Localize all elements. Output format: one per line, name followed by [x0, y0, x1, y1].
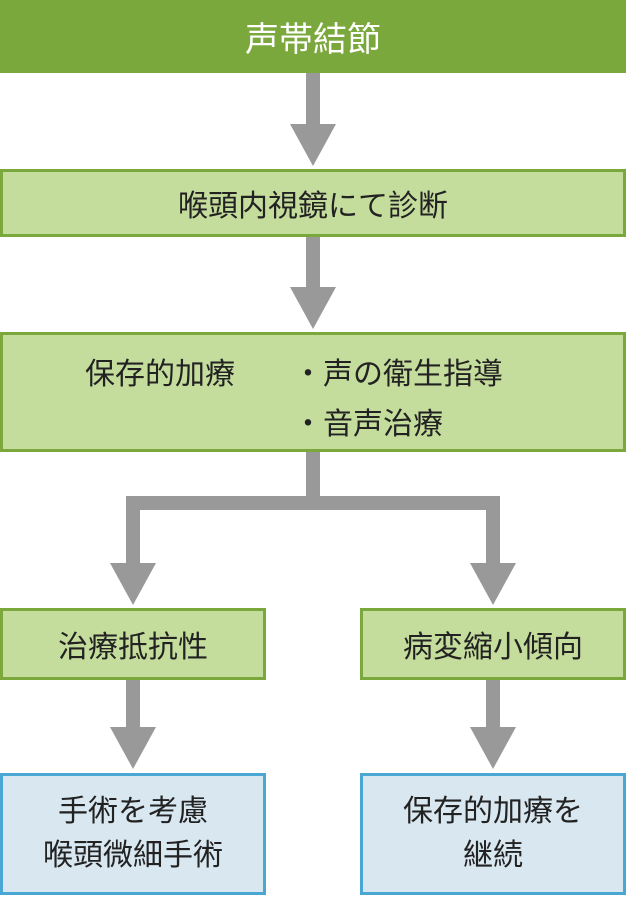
conservative-treatment-label: 保存的加療	[85, 357, 235, 392]
arrow-continue-shaft	[486, 680, 500, 732]
branch-bar	[126, 496, 500, 510]
lesion-shrinking-node: 病変縮小傾向	[360, 608, 626, 680]
arrow-right-head	[470, 563, 516, 605]
arrow-2-shaft	[306, 237, 320, 292]
arrow-1-shaft	[306, 73, 320, 129]
consider-surgery-node: 手術を考慮 喉頭微細手術	[0, 773, 266, 895]
treatment-resistant-node: 治療抵抗性	[0, 608, 266, 680]
vocal-nodule-label: 声帯結節	[245, 20, 381, 60]
branch-stem	[306, 452, 320, 502]
lesion-shrinking-label: 病変縮小傾向	[403, 630, 583, 665]
diagnosis-label: 喉頭内視鏡にて診断	[178, 189, 448, 224]
treatment-resistant-label: 治療抵抗性	[58, 630, 208, 665]
arrow-continue-head	[470, 727, 516, 769]
voice-hygiene-bullet: ・声の衛生指導	[293, 357, 503, 392]
arrow-left-head	[110, 563, 156, 605]
arrow-left-shaft	[126, 496, 140, 568]
arrow-surgery-head	[110, 727, 156, 769]
diagnosis-node: 喉頭内視鏡にて診断	[0, 169, 626, 237]
continue-conservative-line-2: 継続	[463, 838, 523, 873]
arrow-right-shaft	[486, 496, 500, 568]
conservative-treatment-content: 保存的加療 ・声の衛生指導 ・音声治療	[3, 335, 623, 449]
arrow-2-head	[290, 287, 336, 329]
consider-surgery-line-2: 喉頭微細手術	[43, 838, 223, 873]
arrow-surgery-shaft	[126, 680, 140, 732]
consider-surgery-line-1: 手術を考慮	[58, 794, 208, 829]
vocal-nodule-node: 声帯結節	[0, 0, 626, 73]
continue-conservative-line-1: 保存的加療を	[403, 794, 583, 829]
arrow-1-head	[290, 124, 336, 166]
continue-conservative-node: 保存的加療を 継続	[360, 773, 626, 895]
voice-therapy-bullet: ・音声治療	[293, 407, 443, 442]
conservative-treatment-node: 保存的加療 ・声の衛生指導 ・音声治療	[0, 332, 626, 452]
